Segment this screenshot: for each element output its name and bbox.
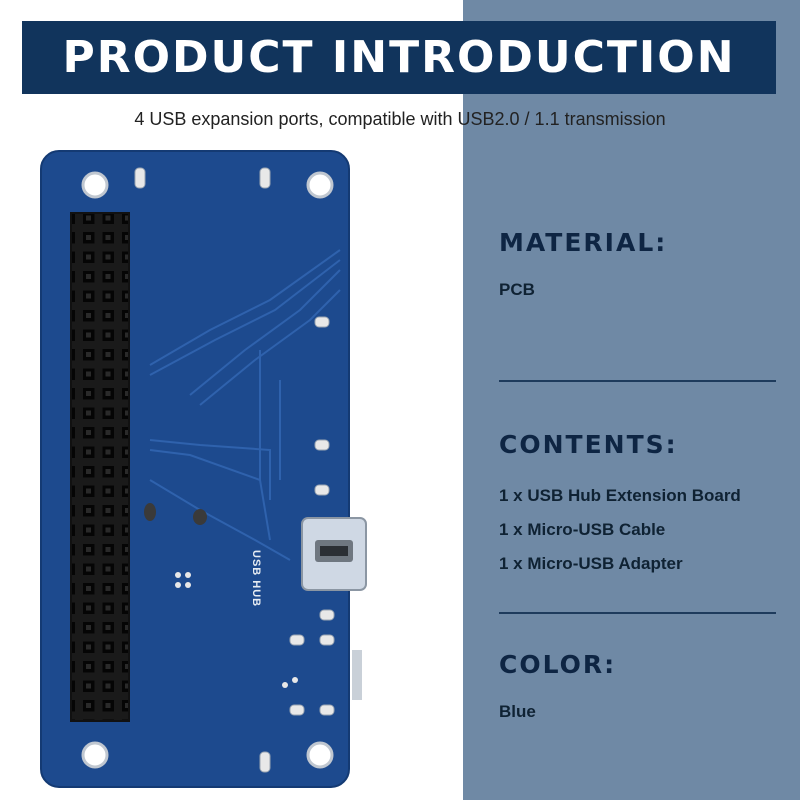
smd-pad <box>259 167 271 189</box>
smd-pad <box>289 634 305 646</box>
solder-point <box>144 503 156 521</box>
smd-pad <box>319 704 335 716</box>
smd-pad <box>314 316 330 328</box>
smd-pad <box>314 439 330 451</box>
mounting-hole <box>306 741 334 769</box>
mounting-hole <box>306 171 334 199</box>
material-value: PCB <box>499 280 535 299</box>
mounting-hole <box>81 741 109 769</box>
smd-pad <box>259 751 271 773</box>
title-banner: PRODUCT INTRODUCTION <box>22 21 776 94</box>
contents-item: 1 x Micro-USB Cable <box>499 520 666 539</box>
smd-pad <box>134 167 146 189</box>
mounting-hole <box>81 171 109 199</box>
banner-title: PRODUCT INTRODUCTION <box>62 31 736 83</box>
color-section: COLOR: Blue <box>499 652 779 729</box>
contents-heading: CONTENTS: <box>499 430 678 459</box>
smd-pad <box>289 704 305 716</box>
subtitle: 4 USB expansion ports, compatible with U… <box>134 109 666 129</box>
smd-pad <box>319 634 335 646</box>
smd-pad <box>314 484 330 496</box>
material-heading: MATERIAL: <box>499 228 668 257</box>
solder-point <box>193 509 207 525</box>
usb-hub-board-image <box>40 150 367 788</box>
contents-item: 1 x Micro-USB Adapter <box>499 554 683 573</box>
section-divider <box>499 380 776 382</box>
board-silkscreen-label: USB HUB <box>250 550 262 608</box>
right-panel-background <box>463 0 800 800</box>
section-divider <box>499 612 776 614</box>
material-section: MATERIAL: PCB <box>499 230 779 307</box>
smd-pad <box>319 609 335 621</box>
color-value: Blue <box>499 702 536 721</box>
contents-section: CONTENTS: 1 x USB Hub Extension Board 1 … <box>499 432 779 581</box>
color-heading: COLOR: <box>499 650 617 679</box>
contents-item: 1 x USB Hub Extension Board <box>499 486 741 505</box>
